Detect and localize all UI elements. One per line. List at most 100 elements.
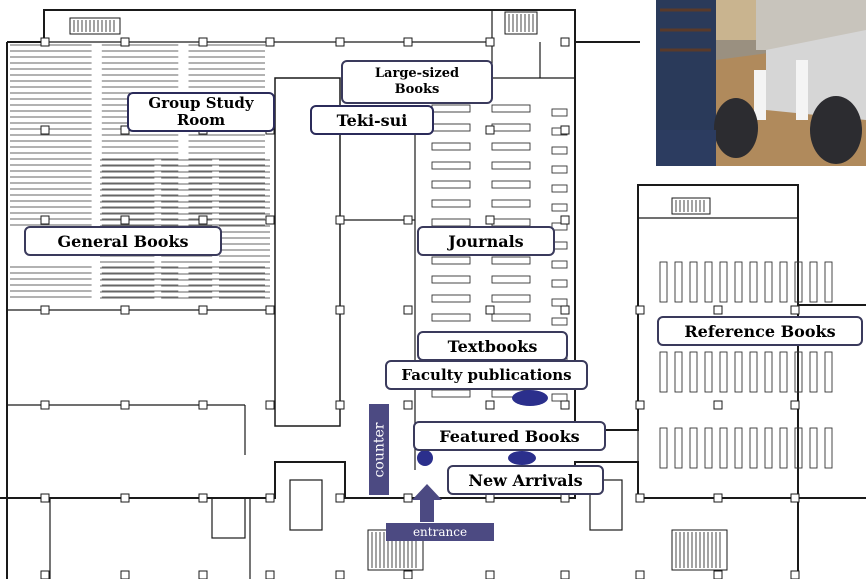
shelf-block: [551, 317, 568, 326]
column-marker: [403, 305, 413, 315]
group-study-room-line1: Group Study: [148, 94, 254, 112]
column-marker: [403, 493, 413, 503]
new-arrivals-display: [417, 450, 433, 466]
counter-desk: counter: [369, 404, 389, 495]
column-marker: [560, 570, 570, 579]
column-marker: [403, 400, 413, 410]
column-marker: [265, 37, 275, 47]
column-marker: [335, 215, 345, 225]
column-marker: [635, 305, 645, 315]
column-marker: [790, 305, 800, 315]
shelf-block: [764, 261, 773, 303]
shelf-block: [431, 199, 471, 208]
column-marker: [560, 493, 570, 503]
shelf-block: [491, 142, 531, 151]
shelf-block: [431, 275, 471, 284]
shelf-block: [734, 351, 743, 393]
column-marker: [485, 305, 495, 315]
shelf-block: [809, 351, 818, 393]
column-marker: [198, 37, 208, 47]
shelf-block: [719, 261, 728, 303]
column-marker: [635, 400, 645, 410]
column-marker: [560, 37, 570, 47]
column-marker: [265, 305, 275, 315]
counter-label: counter: [371, 422, 387, 477]
shelf-block: [431, 313, 471, 322]
shelf-block: [431, 104, 471, 113]
shelf-block: [674, 427, 683, 469]
shelf-block: [431, 123, 471, 132]
column-marker: [120, 215, 130, 225]
shelf-block: [551, 165, 568, 174]
column-marker: [485, 125, 495, 135]
library-photo: [656, 0, 866, 166]
column-marker: [198, 215, 208, 225]
shelf-block: [749, 427, 758, 469]
group-study-room-label: Group Study Room: [127, 92, 275, 132]
column-marker: [790, 493, 800, 503]
shelf-block: [794, 261, 803, 303]
shelf-block: [689, 427, 698, 469]
shelf-block: [491, 275, 531, 284]
shelf-block: [794, 427, 803, 469]
column-marker: [713, 570, 723, 579]
featured-books-label: Featured Books: [413, 421, 606, 451]
column-marker: [40, 400, 50, 410]
shelf-block: [551, 260, 568, 269]
column-marker: [713, 400, 723, 410]
shelf-block: [551, 146, 568, 155]
large-sized-books-line2: Books: [394, 82, 440, 97]
column-marker: [40, 305, 50, 315]
shelf-block: [431, 218, 471, 227]
shelf-block: [764, 427, 773, 469]
column-marker: [265, 570, 275, 579]
shelf-block: [491, 313, 531, 322]
column-marker: [403, 37, 413, 47]
shelf-block: [689, 261, 698, 303]
large-sized-books-label: Large-sized Books: [341, 60, 493, 104]
shelf-block: [491, 180, 531, 189]
column-marker: [198, 400, 208, 410]
column-marker: [635, 493, 645, 503]
column-marker: [335, 570, 345, 579]
shelf-block: [749, 261, 758, 303]
shelf-block: [779, 261, 788, 303]
column-marker: [485, 37, 495, 47]
column-marker: [335, 400, 345, 410]
general-books-label: General Books: [24, 226, 222, 256]
shelf-block: [704, 427, 713, 469]
column-marker: [120, 37, 130, 47]
column-marker: [485, 400, 495, 410]
shelf-block: [824, 351, 833, 393]
shelf-block: [824, 261, 833, 303]
shelf-block: [704, 261, 713, 303]
teki-sui-label: Teki-sui: [310, 105, 434, 135]
shelf-block: [719, 351, 728, 393]
shelf-block: [491, 294, 531, 303]
shelf-block: [551, 393, 568, 402]
column-marker: [198, 493, 208, 503]
shelf-block: [551, 298, 568, 307]
shelf-block: [491, 104, 531, 113]
reference-books-label: Reference Books: [657, 316, 863, 346]
shelf-block: [431, 142, 471, 151]
shelf-block: [779, 427, 788, 469]
faculty-publications-label: Faculty publications: [385, 360, 588, 390]
shelf-block: [674, 351, 683, 393]
column-marker: [265, 493, 275, 503]
column-marker: [40, 215, 50, 225]
shelf-block: [551, 184, 568, 193]
shelf-block: [431, 256, 471, 265]
shelf-block: [431, 389, 471, 398]
column-marker: [120, 400, 130, 410]
shelf-block: [824, 427, 833, 469]
shelf-block: [659, 351, 668, 393]
featured-books-display: [508, 451, 536, 465]
column-marker: [40, 125, 50, 135]
shelf-block: [551, 203, 568, 212]
shelf-block: [764, 351, 773, 393]
column-marker: [485, 215, 495, 225]
column-marker: [198, 305, 208, 315]
column-marker: [335, 493, 345, 503]
shelf-block: [491, 218, 531, 227]
